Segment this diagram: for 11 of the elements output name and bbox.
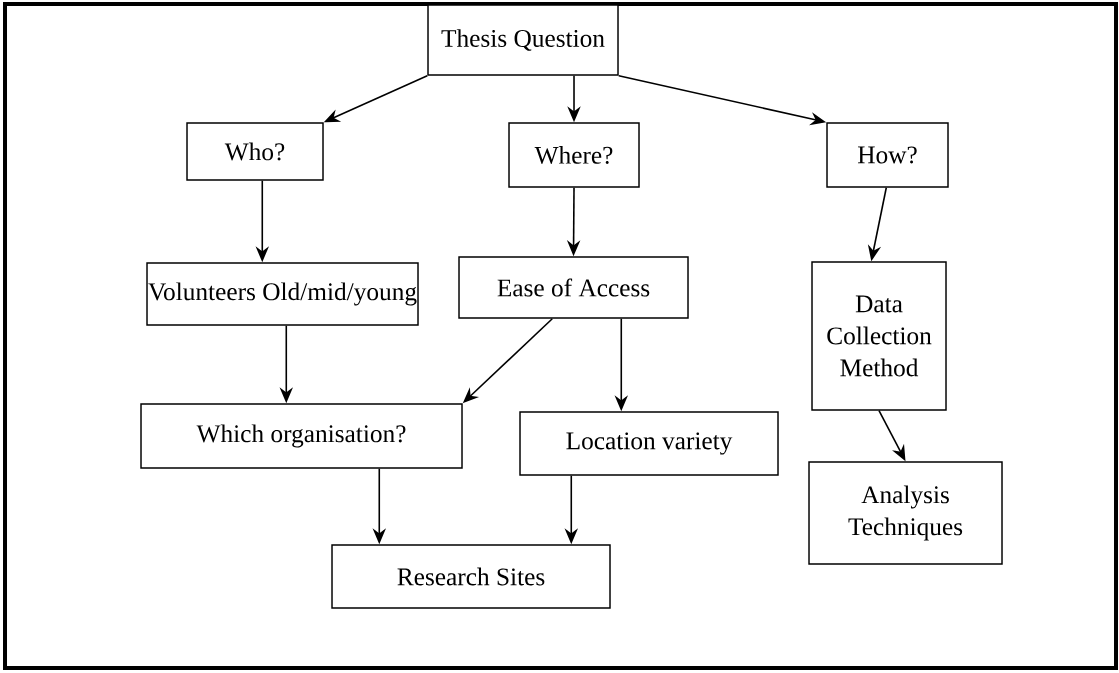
- process-box: Ease of Access: [458, 256, 689, 319]
- process-box: Who?: [186, 122, 324, 181]
- process-box: Volunteers Old/mid/young: [146, 262, 419, 326]
- process-box: Thesis Question: [427, 4, 619, 76]
- process-box: Research Sites: [331, 544, 611, 609]
- process-box: Location variety: [519, 411, 779, 476]
- process-box: How?: [826, 122, 949, 188]
- process-box: Data Collection Method: [811, 261, 947, 411]
- process-box: Where?: [508, 122, 640, 188]
- process-box: Analysis Techniques: [808, 461, 1003, 565]
- process-box: Which organisation?: [140, 403, 463, 469]
